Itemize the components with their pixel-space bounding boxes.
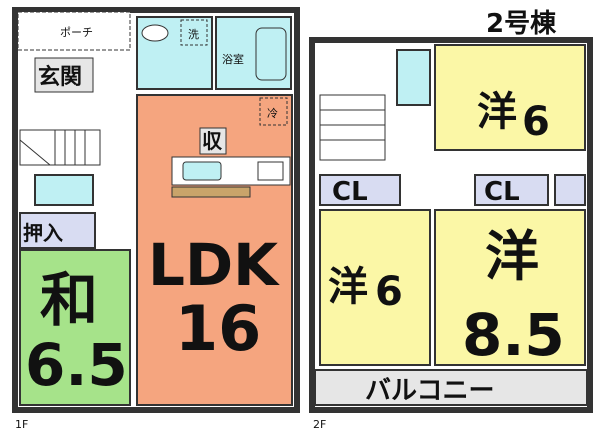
bathtub-icon [255,27,287,81]
fridge-label: 冷 [267,107,278,120]
japanese-room [19,249,131,406]
room-top-right-name: 洋 [477,89,517,135]
washer-label: 洗 [188,28,199,41]
floor-1-label: 1F [15,418,28,431]
kitchen-back-counter [171,186,251,198]
closet-1f [19,212,96,249]
closet-left-label: CL [332,177,368,207]
storage [199,127,227,155]
floor-1 [12,7,300,413]
floor-2 [309,37,593,413]
sink-icon [141,24,169,42]
floor-2-label: 2F [313,418,326,431]
closet-left [319,174,401,206]
western-room-left [319,209,431,366]
japanese-room-size: 6.5 [25,331,128,399]
washroom [136,16,213,90]
stairs-2f [319,94,386,161]
porch-label: ポーチ [60,26,93,39]
fridge-space [259,97,288,126]
toilet-2f [396,49,431,106]
japanese-room-label: 和 [40,266,98,334]
closet-right [474,174,549,206]
ldk-size: 16 [175,292,261,365]
closet-right-label: CL [484,177,520,207]
balcony [314,369,588,406]
kitchen-sink-icon [182,161,222,181]
room-top-right-size: 6 [522,99,550,145]
room-left-size: 6 [375,269,403,315]
storage-label: 収 [202,129,223,153]
stairs-1f [19,129,101,166]
western-room-right [434,209,586,366]
room-right-name: 洋 [485,225,539,288]
toilet-1f [34,174,94,206]
ldk-label: LDK [148,231,280,299]
closet-label: 押入 [23,221,63,245]
entrance-label: 玄関 [38,64,82,90]
porch [17,11,131,51]
washer-space [180,19,208,46]
building-label: 2号棟 [486,9,557,39]
western-room-top-right [434,44,586,151]
entrance [34,57,94,93]
stove-icon [257,161,284,181]
bathroom-label: 浴室 [222,52,244,66]
room-right-size: 8.5 [462,301,565,369]
balcony-label: バルコニー [365,376,494,406]
room-left-name: 洋 [328,264,368,310]
storage-2f [554,174,586,206]
